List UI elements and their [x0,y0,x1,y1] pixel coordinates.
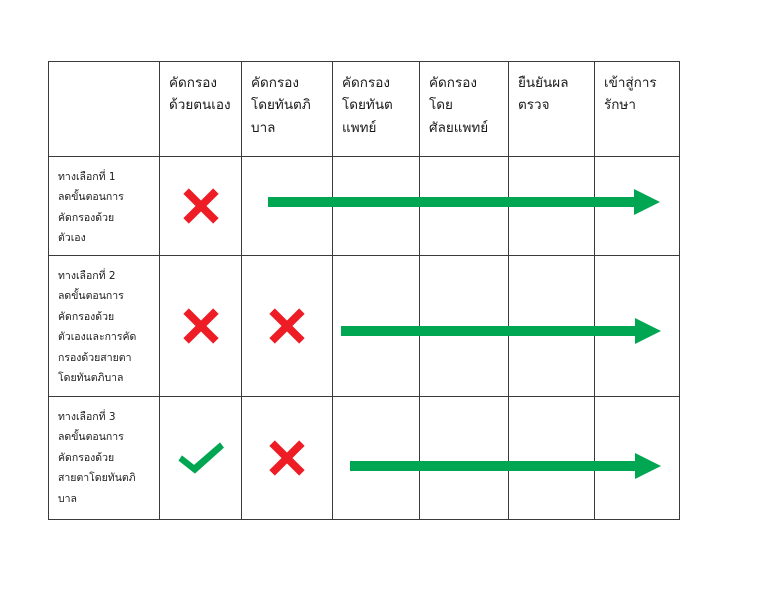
column-header-self-screening: คัดกรองด้วยตนเอง [159,61,242,157]
column-header-label: คัดกรองโดยทันตภิบาล [251,75,311,136]
cell-option-3-by-dental-nurse [241,396,333,520]
column-header-by-oral-surgeon: คัดกรองโดยศัลยแพทย์ [419,61,509,157]
cell-option-3-enter-treatment [594,396,680,520]
cell-option-1-by-dental-nurse [241,156,333,256]
cell-option-3-by-dentist [332,396,420,520]
cell-option-3-confirm-result [508,396,595,520]
column-header-label: คัดกรองโดยทันตแพทย์ [342,75,393,136]
column-header-label: ยืนยันผลตรวจ [518,75,569,114]
matrix-table: คัดกรองด้วยตนเอง คัดกรองโดยทันตภิบาล คัด… [48,61,680,520]
corner-cell [48,61,160,157]
cell-option-2-by-dentist [332,255,420,397]
cross-mark-icon [180,185,222,227]
matrix-table-wrapper: คัดกรองด้วยตนเอง คัดกรองโดยทันตภิบาล คัด… [48,61,680,520]
cell-option-3-by-oral-surgeon [419,396,509,520]
cell-option-2-by-dental-nurse [241,255,333,397]
cross-mark-icon [180,305,222,347]
cell-option-1-by-oral-surgeon [419,156,509,256]
check-mark-icon [175,436,227,480]
cell-option-2-self-screening [159,255,242,397]
column-header-by-dental-nurse: คัดกรองโดยทันตภิบาล [241,61,333,157]
cross-mark-icon [266,437,308,479]
cell-option-1-self-screening [159,156,242,256]
column-header-label: คัดกรองโดยศัลยแพทย์ [429,75,489,136]
cell-option-1-confirm-result [508,156,595,256]
cell-option-1-enter-treatment [594,156,680,256]
column-header-confirm-result: ยืนยันผลตรวจ [508,61,595,157]
cell-option-2-enter-treatment [594,255,680,397]
column-header-label: คัดกรองด้วยตนเอง [169,75,231,114]
column-header-by-dentist: คัดกรองโดยทันตแพทย์ [332,61,420,157]
cell-option-1-by-dentist [332,156,420,256]
table-header-row: คัดกรองด้วยตนเอง คัดกรองโดยทันตภิบาล คัด… [48,61,680,157]
column-header-label: เข้าสู่การรักษา [604,75,657,114]
column-header-enter-treatment: เข้าสู่การรักษา [594,61,680,157]
cell-option-2-confirm-result [508,255,595,397]
cell-option-2-by-oral-surgeon [419,255,509,397]
cell-option-3-self-screening [159,396,242,520]
cross-mark-icon [266,305,308,347]
